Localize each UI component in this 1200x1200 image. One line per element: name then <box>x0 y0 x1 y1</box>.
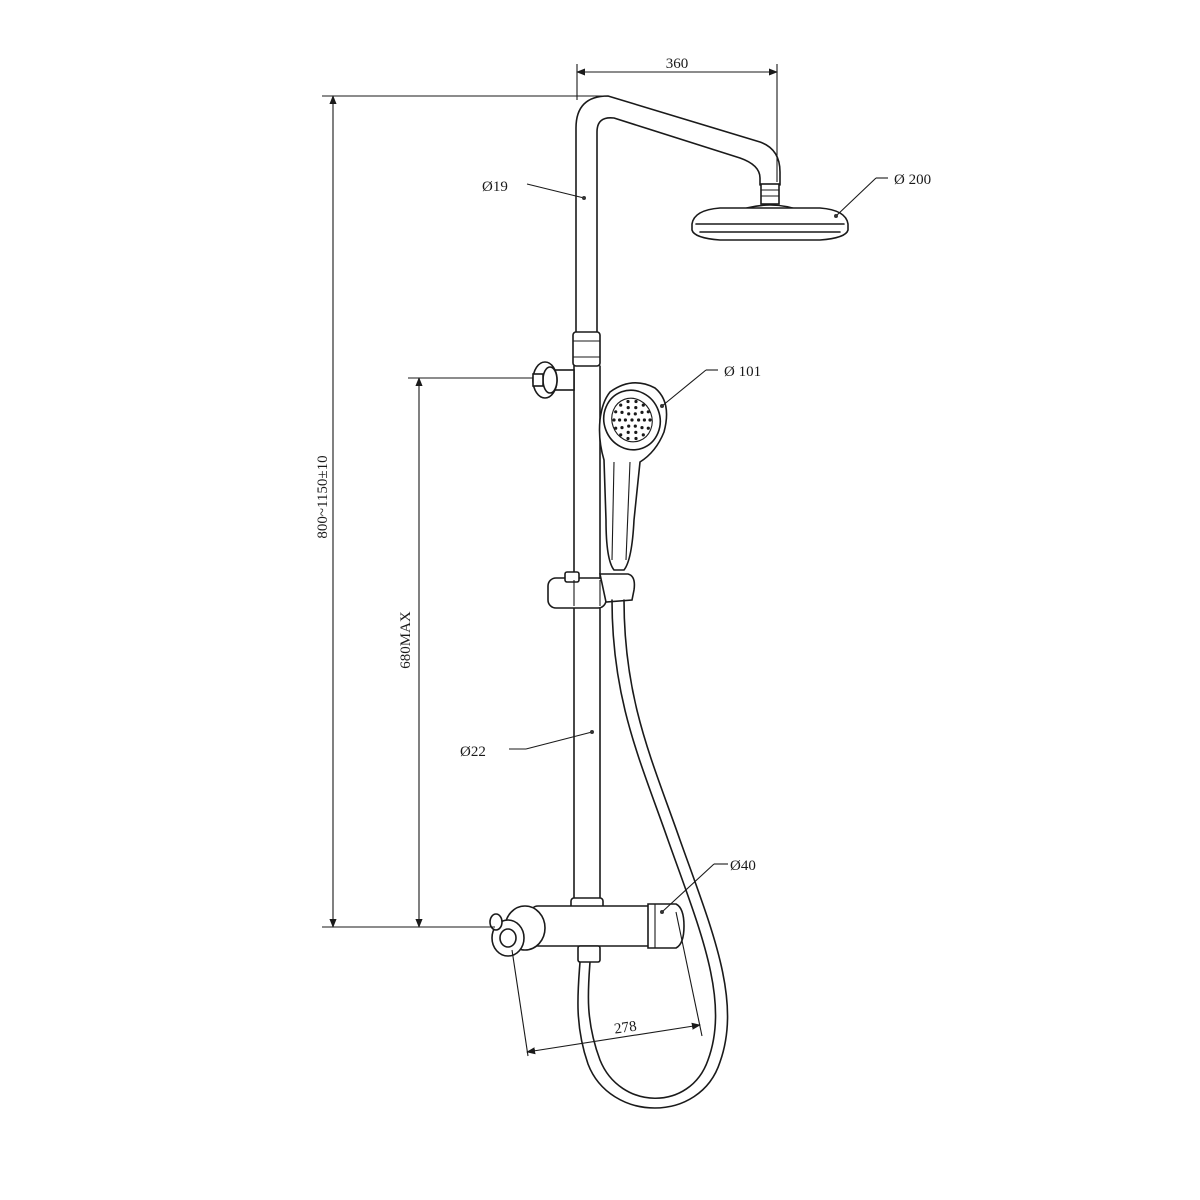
nozzle-dot <box>646 426 650 430</box>
dimension-bracket-to-valve: 680MAX <box>398 377 533 928</box>
nozzle-dot <box>619 403 623 407</box>
nozzle-dot <box>614 410 618 414</box>
upper-tube <box>575 95 781 336</box>
overhead-shower-diameter-label: Ø 200 <box>894 172 931 188</box>
riser-coupling <box>572 331 601 367</box>
nozzle-dot <box>634 430 638 434</box>
nozzle-dot <box>626 399 630 404</box>
nozzle-dot <box>634 436 638 441</box>
nozzle-dot <box>620 426 624 430</box>
nozzle-dot <box>630 418 634 422</box>
nozzle-dot <box>627 412 631 416</box>
nozzle-dot <box>637 418 641 422</box>
lower-tube <box>573 365 601 901</box>
leader-overhead-shower: Ø 200 <box>834 172 931 218</box>
nozzle-dot <box>646 410 650 414</box>
upper-tube-diameter-label: Ø19 <box>482 179 508 195</box>
arm-connector <box>760 183 780 205</box>
leader-valve-body: Ø40 <box>660 858 756 914</box>
valve-body-diameter-label: Ø40 <box>730 858 756 874</box>
overhead-shower-head <box>691 204 849 241</box>
dimension-valve-centers: 278 <box>511 911 703 1057</box>
hand-shower-diameter-label: Ø 101 <box>724 364 761 380</box>
nozzle-dot <box>633 412 637 416</box>
lower-tube-diameter-label: Ø22 <box>460 744 486 760</box>
nozzle-dot <box>641 433 645 437</box>
riser-height-label: 800~1150±10 <box>315 455 331 538</box>
wall-bracket <box>532 361 575 399</box>
nozzle-dot <box>626 406 630 410</box>
nozzle-dot <box>614 426 618 430</box>
valve-centers-label: 278 <box>613 1019 638 1038</box>
leader-hand-shower: Ø 101 <box>660 364 761 408</box>
nozzle-dot <box>627 424 631 428</box>
nozzle-dot <box>642 418 647 422</box>
nozzle-dot <box>618 418 622 422</box>
nozzle-dot <box>623 418 628 422</box>
nozzle-dot <box>620 410 624 414</box>
nozzle-dot <box>648 418 652 422</box>
leader-upper-tube: Ø19 <box>482 179 586 200</box>
nozzle-dot <box>634 406 638 410</box>
nozzle-dot <box>619 433 623 437</box>
nozzle-dot <box>640 410 644 414</box>
bracket-to-valve-label: 680MAX <box>398 611 414 669</box>
nozzle-dot <box>634 399 638 404</box>
nozzle-dot <box>640 426 644 430</box>
dimension-arm-length: 360 <box>576 56 778 182</box>
hand-shower <box>598 382 668 571</box>
nozzle-dot <box>641 403 645 407</box>
hand-shower-nozzles <box>612 399 652 441</box>
arm-length-label: 360 <box>666 56 689 72</box>
dimension-riser-height: 800~1150±10 <box>315 95 604 928</box>
slide-holder <box>547 571 636 609</box>
nozzle-dot <box>633 424 637 428</box>
nozzle-dot <box>626 436 630 441</box>
nozzle-dot <box>612 418 616 422</box>
leader-lower-tube: Ø22 <box>460 730 594 760</box>
thermostatic-valve <box>489 897 685 963</box>
nozzle-dot <box>626 430 630 434</box>
